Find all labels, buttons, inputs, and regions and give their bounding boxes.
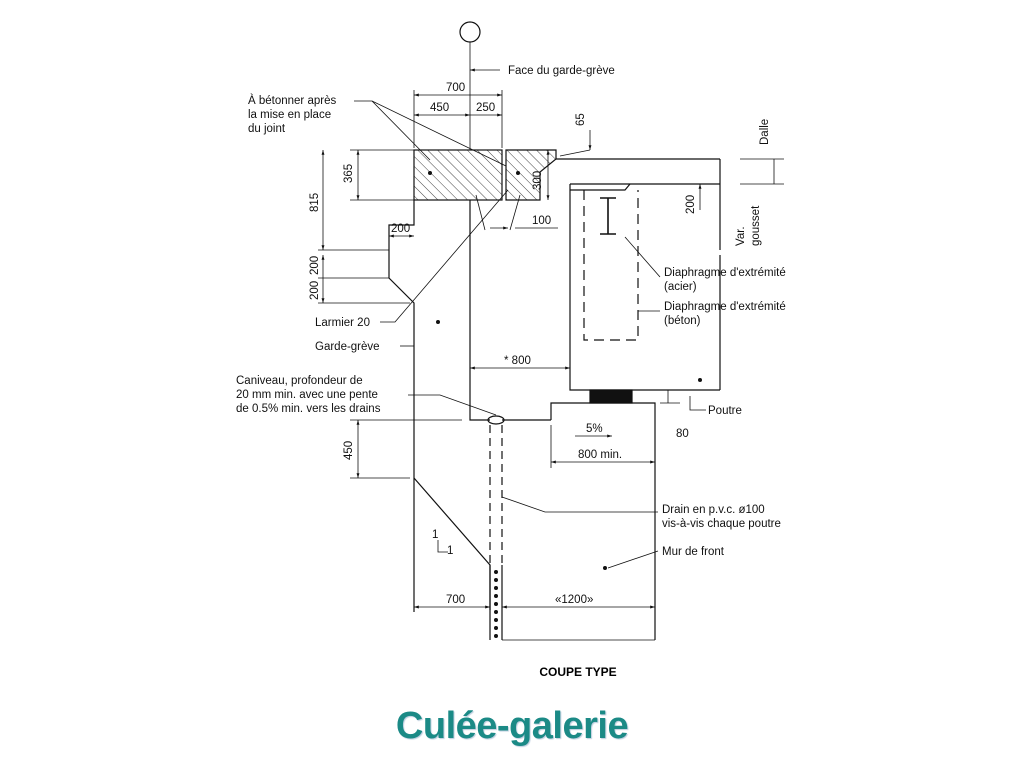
dim-200-a: 200 — [309, 256, 321, 275]
dim-700-bottom: 700 — [446, 594, 465, 606]
joint-blocks — [413, 149, 557, 201]
label-diaphragme-acier-2: (acier) — [664, 281, 697, 293]
axis-circle — [459, 21, 481, 43]
caniveau-drain — [487, 415, 505, 425]
label-caniveau-3: de 0.5% min. vers les drains — [236, 403, 381, 415]
label-a-betonner-2: la mise en place — [248, 109, 331, 121]
label-mur-de-front: Mur de front — [662, 546, 725, 558]
label-diaphragme-beton-1: Diaphragme d'extrémité — [664, 301, 786, 313]
figure-caption: COUPE TYPE — [539, 665, 617, 679]
label-larmier: Larmier 20 — [315, 317, 370, 329]
dimension-texts: 700 450 250 65 365 815 300 100 200 200 2… — [309, 82, 697, 606]
label-face-garde-greve: Face du garde-grève — [508, 65, 615, 77]
reference-dots — [436, 320, 702, 570]
dimension-lines — [318, 90, 784, 641]
garde-greve-back-face — [469, 200, 490, 421]
dim-300: 300 — [532, 171, 544, 190]
poutre-outline — [569, 184, 720, 391]
dim-200-b: 200 — [309, 281, 321, 300]
garde-greve-left-face — [388, 200, 415, 610]
dim-815: 815 — [309, 193, 321, 212]
dim-1200: «1200» — [555, 594, 593, 606]
dim-800-star: * 800 — [504, 355, 531, 367]
dim-250: 250 — [476, 102, 495, 114]
label-a-betonner-3: du joint — [248, 123, 286, 135]
diaphragme-beton-outline — [583, 190, 639, 341]
label-slope-2: 1 — [447, 545, 453, 557]
label-caniveau-1: Caniveau, profondeur de — [236, 375, 363, 387]
label-dalle: Dalle — [759, 119, 771, 145]
label-drain-1: Drain en p.v.c. ø100 — [662, 504, 765, 516]
joint-block-right — [505, 149, 557, 201]
dim-200-gousset: 200 — [685, 195, 697, 214]
label-gousset: gousset — [750, 205, 762, 246]
label-a-betonner-1: À bétonner après — [248, 94, 336, 107]
dim-700-top: 700 — [446, 82, 465, 94]
label-diaphragme-beton-2: (béton) — [664, 315, 701, 327]
label-caniveau-2: 20 mm min. avec une pente — [236, 389, 378, 401]
label-slope-1: 1 — [432, 529, 438, 541]
annotations: Face du garde-grève À bétonner après la … — [236, 65, 786, 558]
dim-65: 65 — [575, 113, 587, 126]
label-poutre: Poutre — [708, 405, 742, 417]
dim-100: 100 — [532, 215, 551, 227]
label-drain-2: vis-à-vis chaque poutre — [662, 518, 781, 530]
label-garde-greve: Garde-grève — [315, 341, 380, 353]
mur-de-front-slope — [413, 477, 491, 610]
label-pente: 5% — [586, 423, 603, 435]
diaphragme-acier-section — [600, 197, 616, 235]
leader-lines — [354, 68, 706, 569]
bearing-pad — [589, 389, 633, 404]
dim-200-ledge: 200 — [391, 223, 410, 235]
dim-450-low: 450 — [343, 441, 355, 460]
dim-365: 365 — [343, 164, 355, 183]
label-diaphragme-acier-1: Diaphragme d'extrémité — [664, 267, 786, 279]
dim-80: 80 — [676, 428, 689, 440]
label-var: Var. — [735, 226, 747, 246]
slide-title: Culée-galerie — [395, 705, 629, 747]
structure-outline — [388, 21, 721, 640]
drain-outlet-grate — [494, 570, 498, 638]
gousset-line — [570, 183, 631, 191]
dim-450: 450 — [430, 102, 449, 114]
dim-800-min: 800 min. — [578, 449, 622, 461]
